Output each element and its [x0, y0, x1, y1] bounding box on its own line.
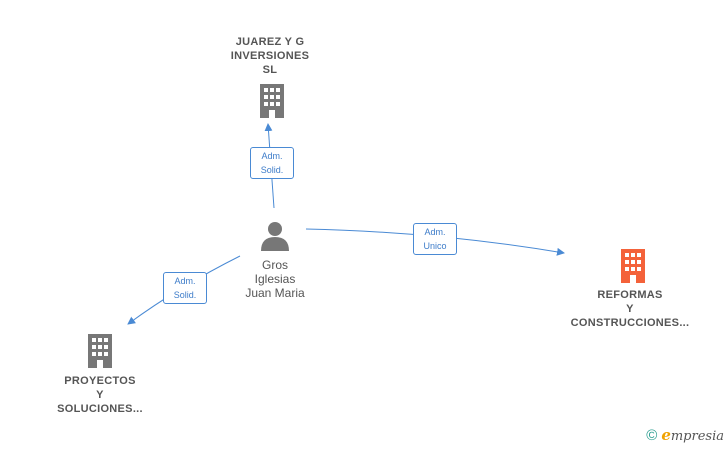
edge-label-to-reformas: Adm. Unico	[413, 223, 457, 255]
company-label-proyectos[interactable]: PROYECTOS Y SOLUCIONES...	[57, 375, 143, 415]
company-label-juarez[interactable]: JUAREZ Y G INVERSIONES SL	[230, 36, 310, 76]
copyright-icon: ©	[646, 426, 658, 444]
brand-logo: empresia	[661, 426, 724, 444]
brand-footer: © empresia	[646, 426, 724, 444]
company-label-reformas[interactable]: REFORMAS Y CONSTRUCCIONES...	[570, 289, 690, 329]
building-icon[interactable]	[258, 84, 286, 118]
edge-label-to-juarez: Adm. Solid.	[250, 147, 294, 179]
building-icon-highlight[interactable]	[619, 249, 647, 283]
edge-label-to-proyectos: Adm. Solid.	[163, 272, 207, 304]
person-label[interactable]: Gros Iglesias Juan Maria	[245, 258, 305, 300]
person-icon[interactable]	[260, 221, 290, 251]
building-icon[interactable]	[86, 334, 114, 368]
